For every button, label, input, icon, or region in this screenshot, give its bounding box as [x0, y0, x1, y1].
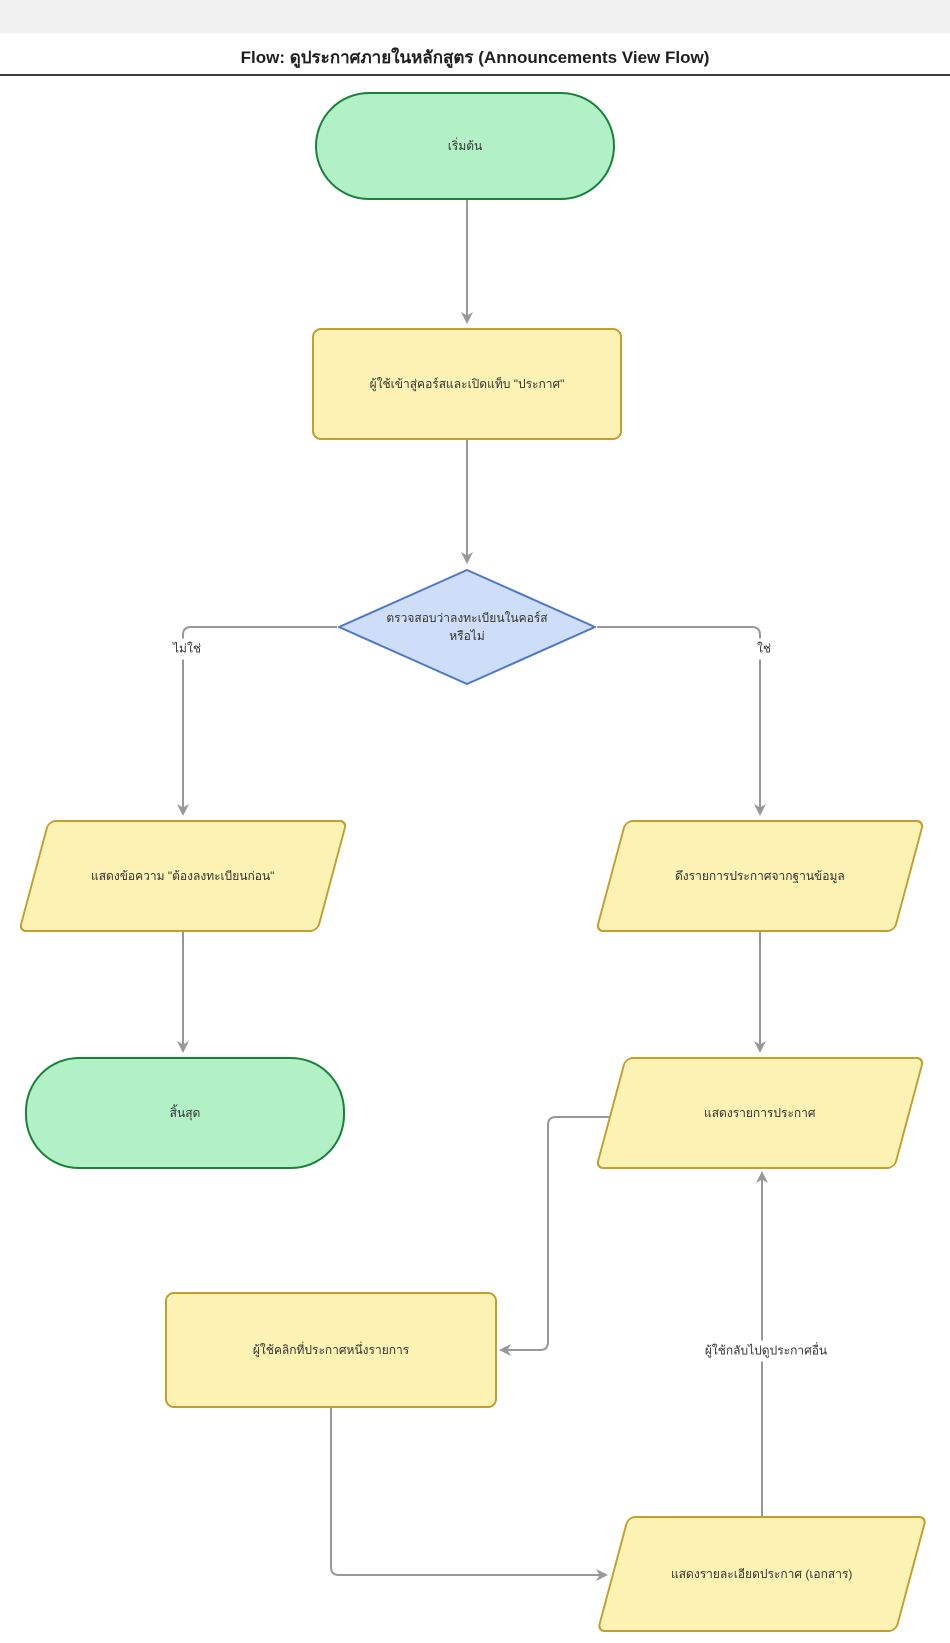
edge-label-no: ไม่ใช่ — [170, 638, 204, 660]
edge-decision-yes — [597, 626, 766, 816]
decision-diamond-shape — [338, 569, 596, 685]
check-enrolled-decision-label: ตรวจสอบว่าลงทะเบียนในคอร์ส หรือไม่ — [386, 611, 548, 643]
show-announcement-detail-label: แสดงรายละเอียดประกาศ (เอกสาร) — [671, 1567, 853, 1581]
edge-decision-no — [177, 626, 337, 816]
edge-label-yes: ใช่ — [753, 638, 775, 660]
fetch-announcements-node: ดึงรายการประกาศจากฐานข้อมูล — [594, 820, 926, 932]
diamond-icon — [338, 569, 596, 685]
start-node-label: เริ่มต้น — [447, 139, 483, 153]
show-announcement-detail-node: แสดงรายละเอียดประกาศ (เอกสาร) — [596, 1516, 928, 1632]
show-must-register-node: แสดงข้อความ "ต้องลงทะเบียนก่อน" — [17, 820, 349, 932]
start-node: เริ่มต้น — [315, 92, 615, 200]
show-must-register-label: แสดงข้อความ "ต้องลงทะเบียนก่อน" — [91, 869, 275, 883]
click-announcement-node: ผู้ใช้คลิกที่ประกาศหนึ่งรายการ — [165, 1292, 497, 1408]
edge-label-back: ผู้ใช้กลับไปดูประกาศอื่น — [701, 1340, 831, 1362]
fetch-announcements-label: ดึงรายการประกาศจากฐานข้อมูล — [675, 869, 845, 883]
edge-list-to-click — [499, 1116, 609, 1356]
open-announcements-tab-node: ผู้ใช้เข้าสู่คอร์สและเปิดแท็บ "ประกาศ" — [312, 328, 622, 440]
show-announcement-list-label: แสดงรายการประกาศ — [704, 1106, 816, 1120]
open-announcements-tab-label: ผู้ใช้เข้าสู่คอร์สและเปิดแท็บ "ประกาศ" — [369, 377, 565, 391]
click-announcement-label: ผู้ใช้คลิกที่ประกาศหนึ่งรายการ — [252, 1343, 410, 1357]
show-announcement-list-node: แสดงรายการประกาศ — [594, 1057, 926, 1169]
page-title: Flow: ดูประกาศภายในหลักสูตร (Announcemen… — [240, 48, 710, 67]
end-node: สิ้นสุด — [25, 1057, 345, 1169]
end-node-label: สิ้นสุด — [169, 1106, 201, 1120]
check-enrolled-decision-node: ตรวจสอบว่าลงทะเบียนในคอร์ส หรือไม่ — [337, 568, 597, 686]
top-strip — [0, 0, 950, 33]
edge-click-to-detail — [330, 1408, 608, 1581]
title-divider — [0, 74, 950, 76]
